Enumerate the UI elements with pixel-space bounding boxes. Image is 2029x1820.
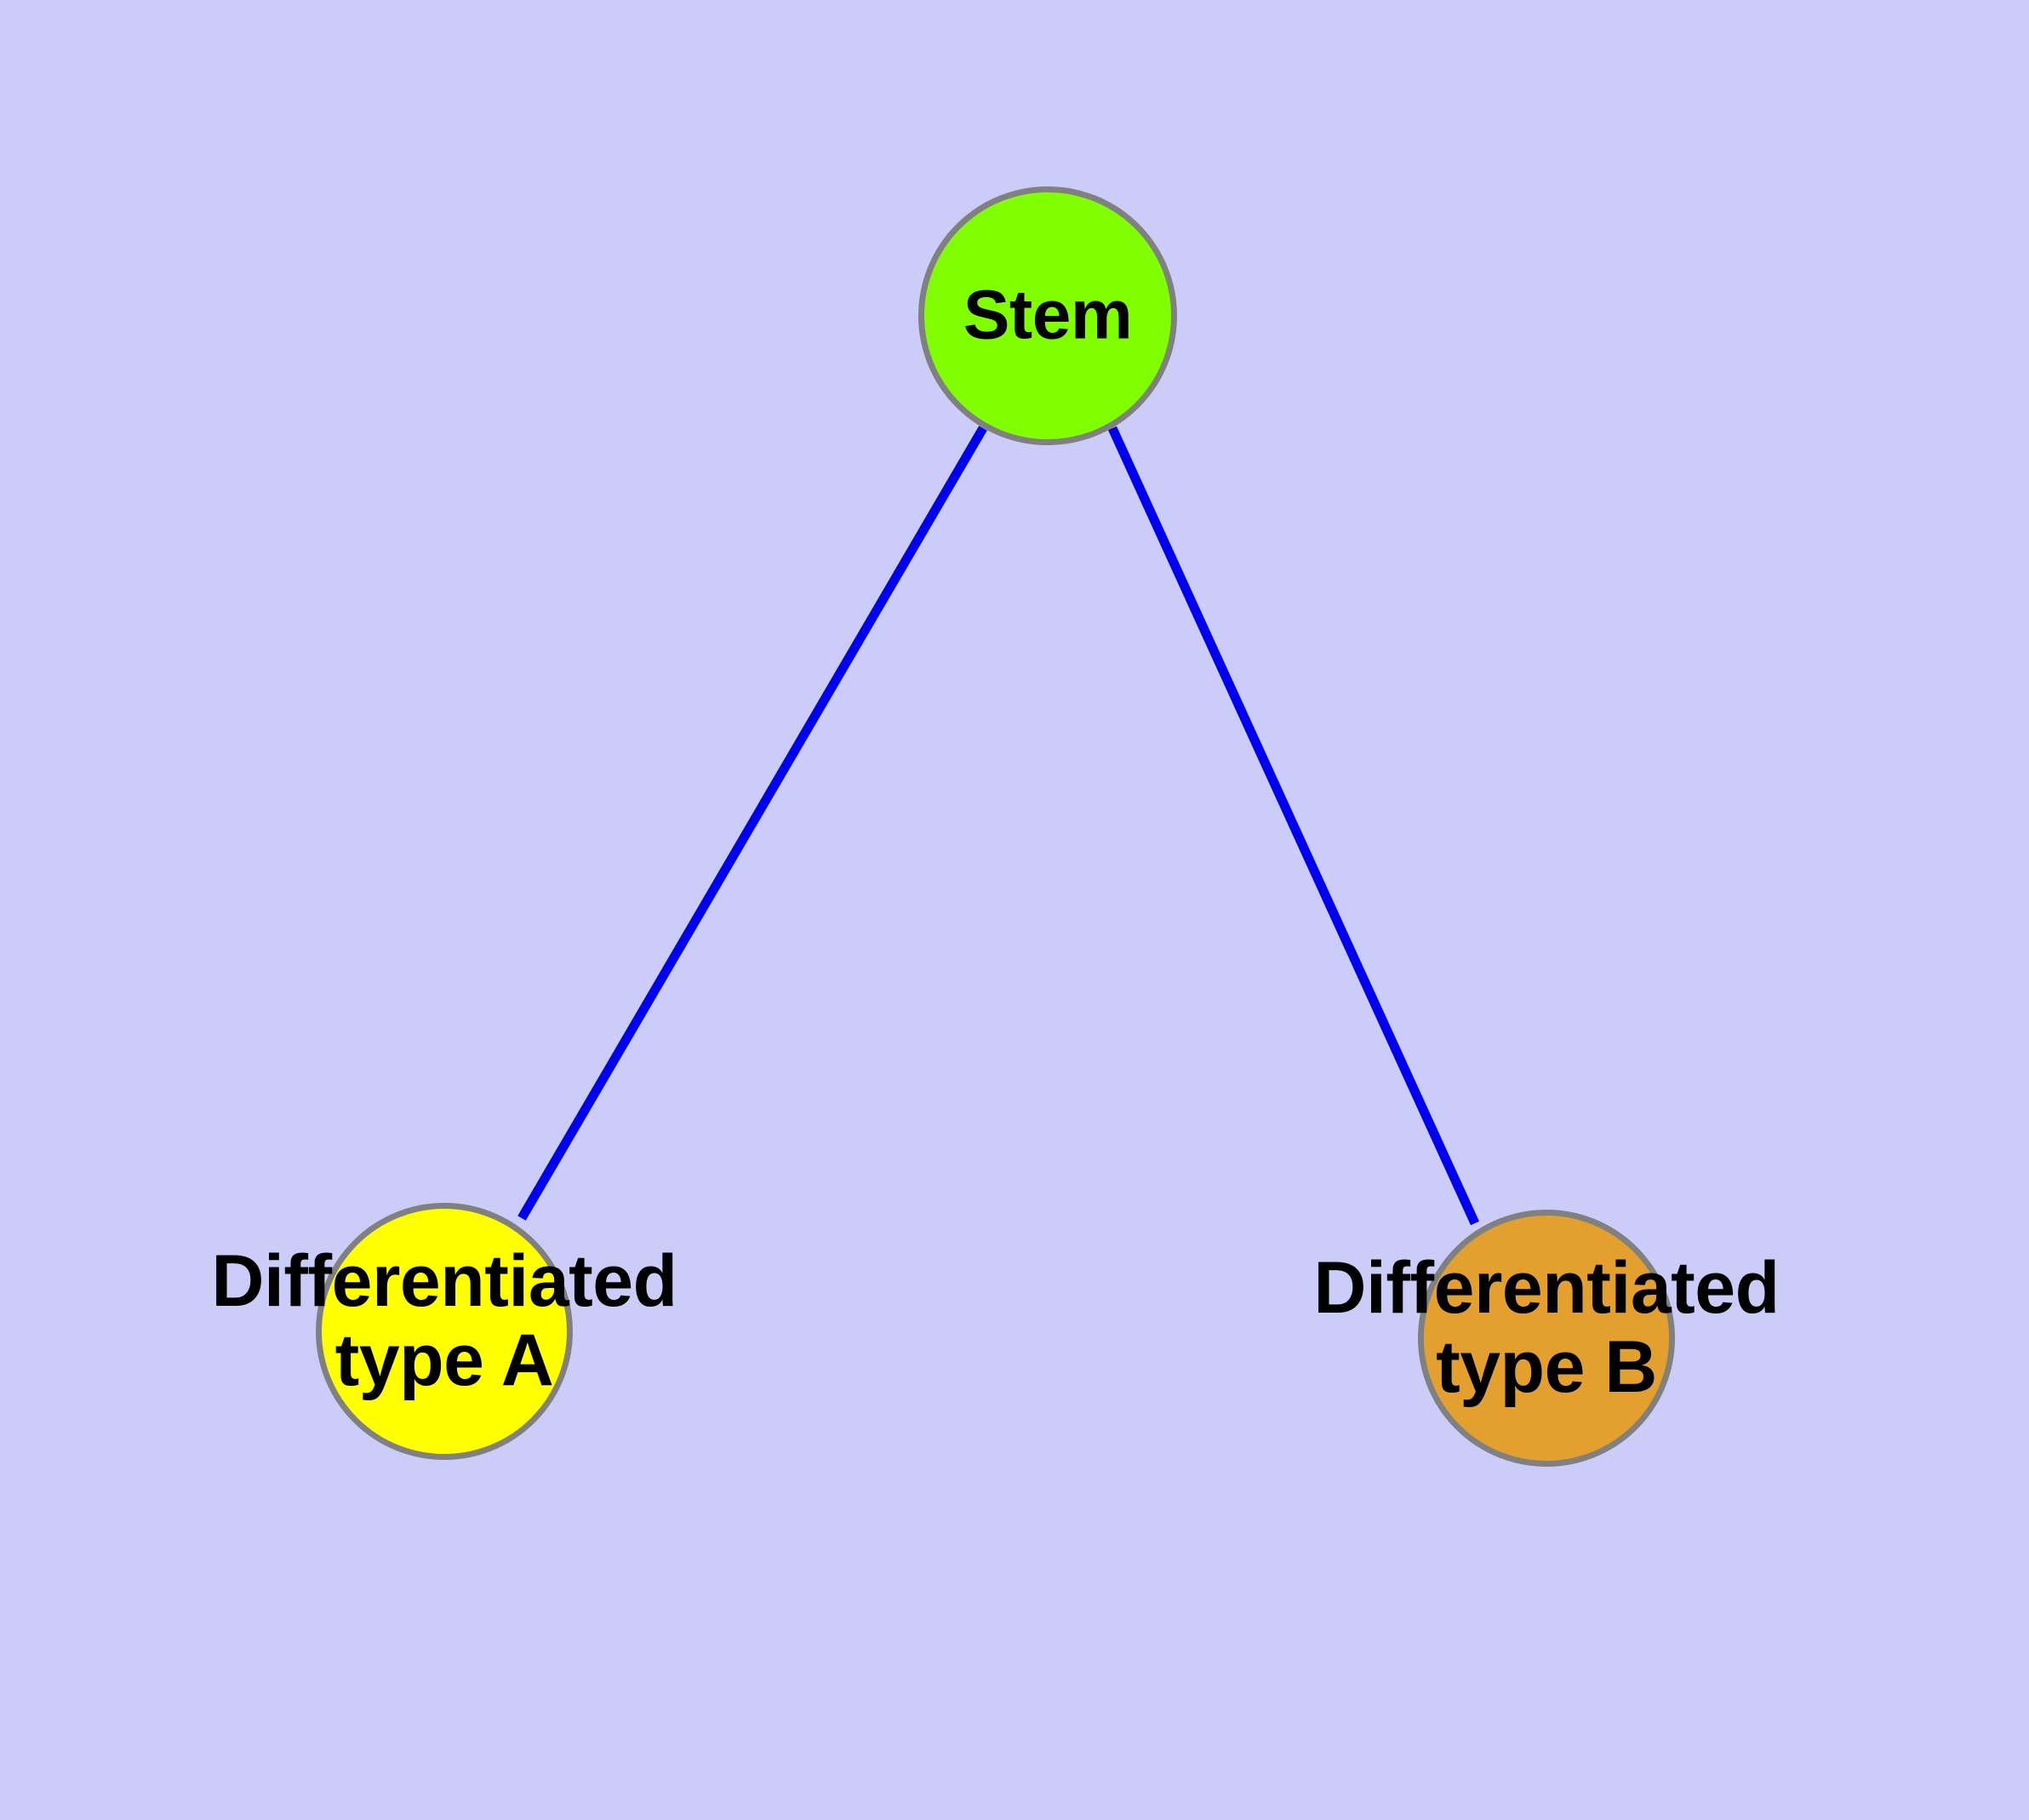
node-differentiated-type-b[interactable]: Differentiated type B — [1313, 1210, 1780, 1467]
edge-stem-to-differentiated-type-b[interactable] — [1107, 426, 1480, 1226]
node-stem-label: Stem — [963, 278, 1133, 354]
node-stem-label-line-1: Stem — [963, 276, 1133, 354]
node-differentiated-type-a[interactable]: Differentiated type A — [211, 1203, 677, 1460]
edge-stem-to-differentiated-type-a[interactable] — [517, 426, 987, 1221]
node-stem[interactable]: Stem — [918, 186, 1177, 445]
